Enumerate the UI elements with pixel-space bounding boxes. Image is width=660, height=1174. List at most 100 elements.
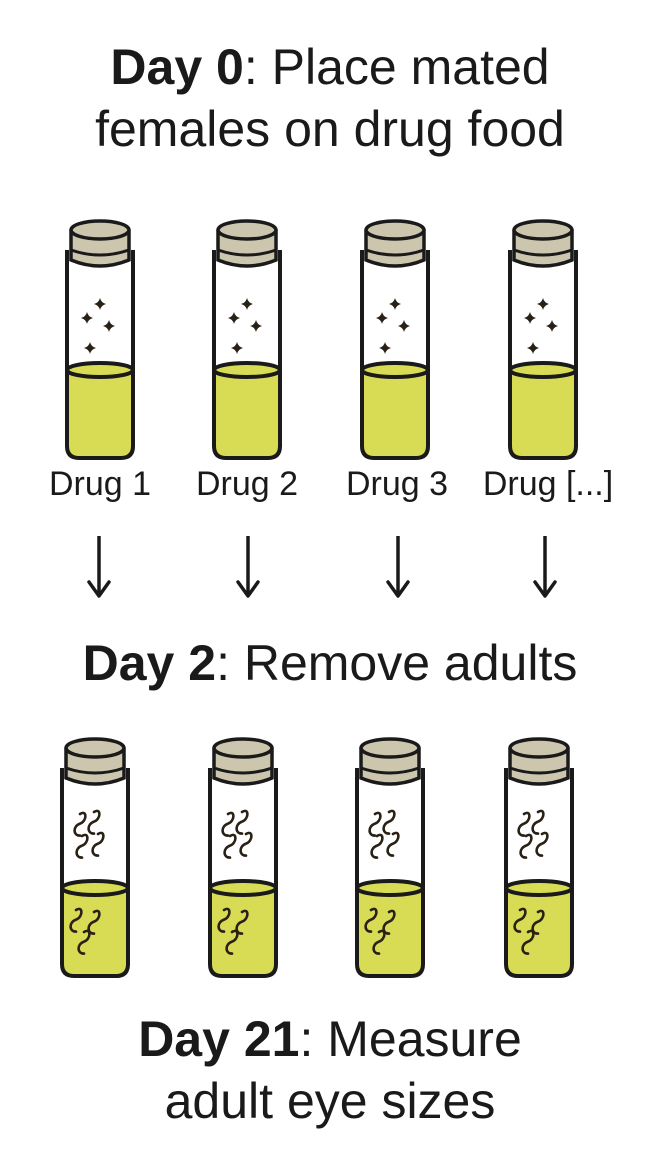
food-fill [67, 370, 133, 458]
tube-outline [360, 250, 430, 460]
egg-sparkle-icon [376, 312, 388, 324]
egg-sparkle-icon [546, 320, 558, 332]
egg-sparkle-icon [81, 312, 93, 324]
egg-sparkle-icon [537, 298, 549, 310]
larva-squiggle-icon [223, 833, 237, 859]
vial-icon [55, 210, 145, 470]
food-surface [360, 361, 430, 379]
vial-icon [498, 210, 588, 470]
food-fill [62, 888, 128, 976]
food-surface [60, 879, 130, 897]
cork-body [216, 230, 278, 268]
vial-contents [364, 809, 400, 955]
tube-outline [208, 768, 278, 978]
tube-outline [355, 768, 425, 978]
food-fill [510, 370, 576, 458]
cork-band [213, 766, 273, 775]
vial-contents [81, 298, 115, 354]
cork-band [70, 248, 130, 257]
food-surface [504, 879, 574, 897]
vial-icon [198, 728, 288, 988]
larva-squiggle-icon [75, 833, 89, 859]
cork-band [509, 766, 569, 775]
arrow-head [236, 580, 260, 598]
larva-squiggle-icon [382, 809, 396, 835]
cork-body [508, 748, 570, 786]
vial-icon [202, 210, 292, 470]
arrow-head [533, 580, 557, 598]
vial-contents [513, 809, 549, 955]
vial-icon [50, 728, 140, 988]
step-day0-heading: Day 0: Place mated females on drug food [0, 36, 660, 160]
drug-labels: Drug 1 Drug 2 Drug 3 Drug [...] [0, 464, 660, 504]
step-day21-heading: Day 21: Measure adult eye sizes [0, 1008, 660, 1132]
food-surface [212, 361, 282, 379]
arrow-down-icon [530, 532, 560, 602]
vial-contents [228, 298, 262, 354]
step-day0-text-line1: Place mated [257, 39, 550, 95]
arrow-row [0, 532, 660, 602]
arrow-down-icon [383, 532, 413, 602]
larva-squiggle-icon [368, 811, 382, 837]
step-day2-text: Remove adults [229, 635, 578, 691]
cork-body [69, 230, 131, 268]
tube-outline [504, 768, 574, 978]
egg-sparkle-icon [524, 312, 536, 324]
food-fill [210, 888, 276, 976]
egg-sparkle-icon [379, 342, 391, 354]
vial-icon [345, 728, 435, 988]
larva-squiggle-icon [87, 809, 101, 835]
larva-squiggle-icon [221, 811, 235, 837]
larva-squiggle-icon [521, 929, 535, 955]
arrow-head [87, 580, 111, 598]
cork-band [65, 766, 125, 775]
larva-squiggle-icon [513, 907, 527, 933]
egg-sparkle-icon [228, 312, 240, 324]
food-surface [208, 879, 278, 897]
vial-row-day2 [0, 728, 660, 988]
cork-top [359, 737, 421, 759]
egg-sparkle-icon [103, 320, 115, 332]
food-surface [508, 361, 578, 379]
vial-icon [494, 728, 584, 988]
step-day0-text-line2: females on drug food [95, 101, 565, 157]
cork-top [508, 737, 570, 759]
cork-body [512, 230, 574, 268]
egg-sparkle-icon [250, 320, 262, 332]
larva-squiggle-icon [535, 831, 549, 857]
drug-label-1: Drug 1 [48, 465, 152, 503]
tube-outline [212, 250, 282, 460]
egg-sparkle-icon [94, 298, 106, 310]
egg-sparkle-icon [84, 342, 96, 354]
arrow-down-icon [233, 532, 263, 602]
cork-band [217, 248, 277, 257]
larva-squiggle-icon [386, 831, 400, 857]
larva-squiggle-icon [217, 907, 231, 933]
cork-band [513, 248, 573, 257]
food-fill [506, 888, 572, 976]
vial-contents [524, 298, 558, 354]
food-fill [357, 888, 423, 976]
step-day21-label: Day 21 [138, 1011, 300, 1067]
step-day21-text-line2: adult eye sizes [164, 1073, 496, 1129]
larva-squiggle-icon [239, 831, 253, 857]
cork-band [360, 766, 420, 775]
larva-squiggle-icon [235, 809, 249, 835]
vial-contents [69, 809, 105, 955]
step-day21-text-line1: Measure [313, 1011, 522, 1067]
larva-squiggle-icon [517, 811, 531, 837]
tube-outline [60, 768, 130, 978]
cork-band [365, 248, 425, 257]
cork-body [212, 748, 274, 786]
vial-contents [376, 298, 410, 354]
vial-contents [217, 809, 253, 955]
tube-outline [508, 250, 578, 460]
vial-icon [350, 210, 440, 470]
egg-sparkle-icon [527, 342, 539, 354]
food-fill [214, 370, 280, 458]
egg-sparkle-icon [389, 298, 401, 310]
egg-sparkle-icon [231, 342, 243, 354]
vial-row-day0 [0, 210, 660, 470]
larva-squiggle-icon [225, 929, 239, 955]
arrow-down-icon [84, 532, 114, 602]
